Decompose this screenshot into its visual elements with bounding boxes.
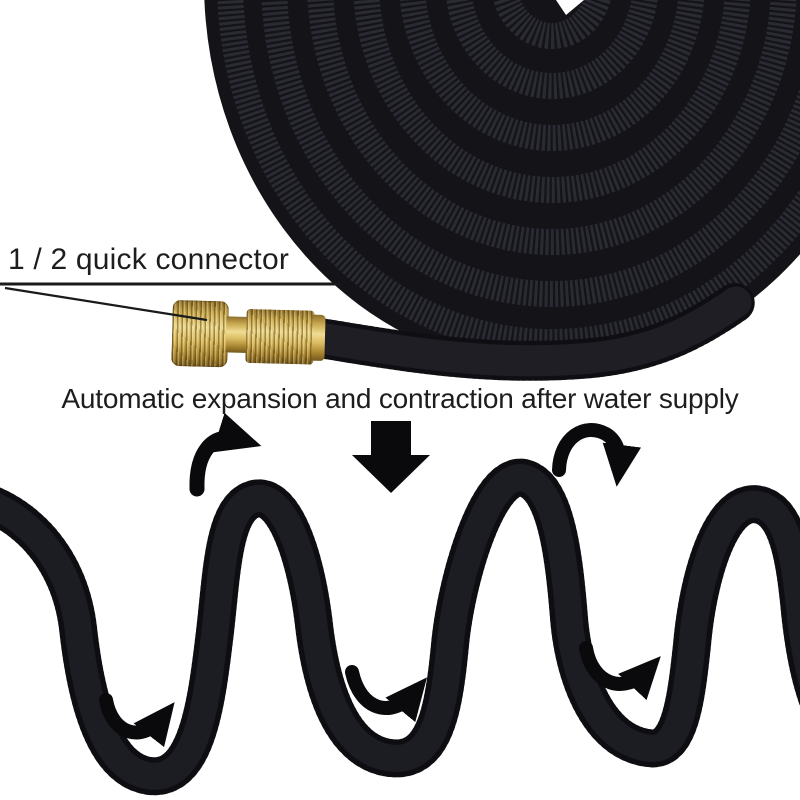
caption-text: Automatic expansion and contraction afte… [61, 383, 739, 414]
connector-barrel [245, 308, 315, 365]
expanded-hose-wave [0, 458, 800, 796]
connector-label: 1 / 2 quick connector [8, 243, 290, 276]
down-arrow-icon [352, 421, 430, 493]
connector-collar [171, 299, 229, 368]
coil-highlight [556, 0, 584, 15]
connector-cap [311, 314, 326, 361]
swoosh-up-arrow-icon [579, 641, 661, 701]
curl-arrow-right-icon [189, 412, 262, 497]
hose-tail [294, 282, 756, 381]
curl-arrow-down-icon [552, 423, 642, 487]
brass-connector [169, 296, 331, 376]
swoosh-up-arrow-icon [345, 665, 428, 723]
swoosh-up-arrow-icon [99, 693, 175, 748]
expansion-arrows [99, 412, 661, 748]
